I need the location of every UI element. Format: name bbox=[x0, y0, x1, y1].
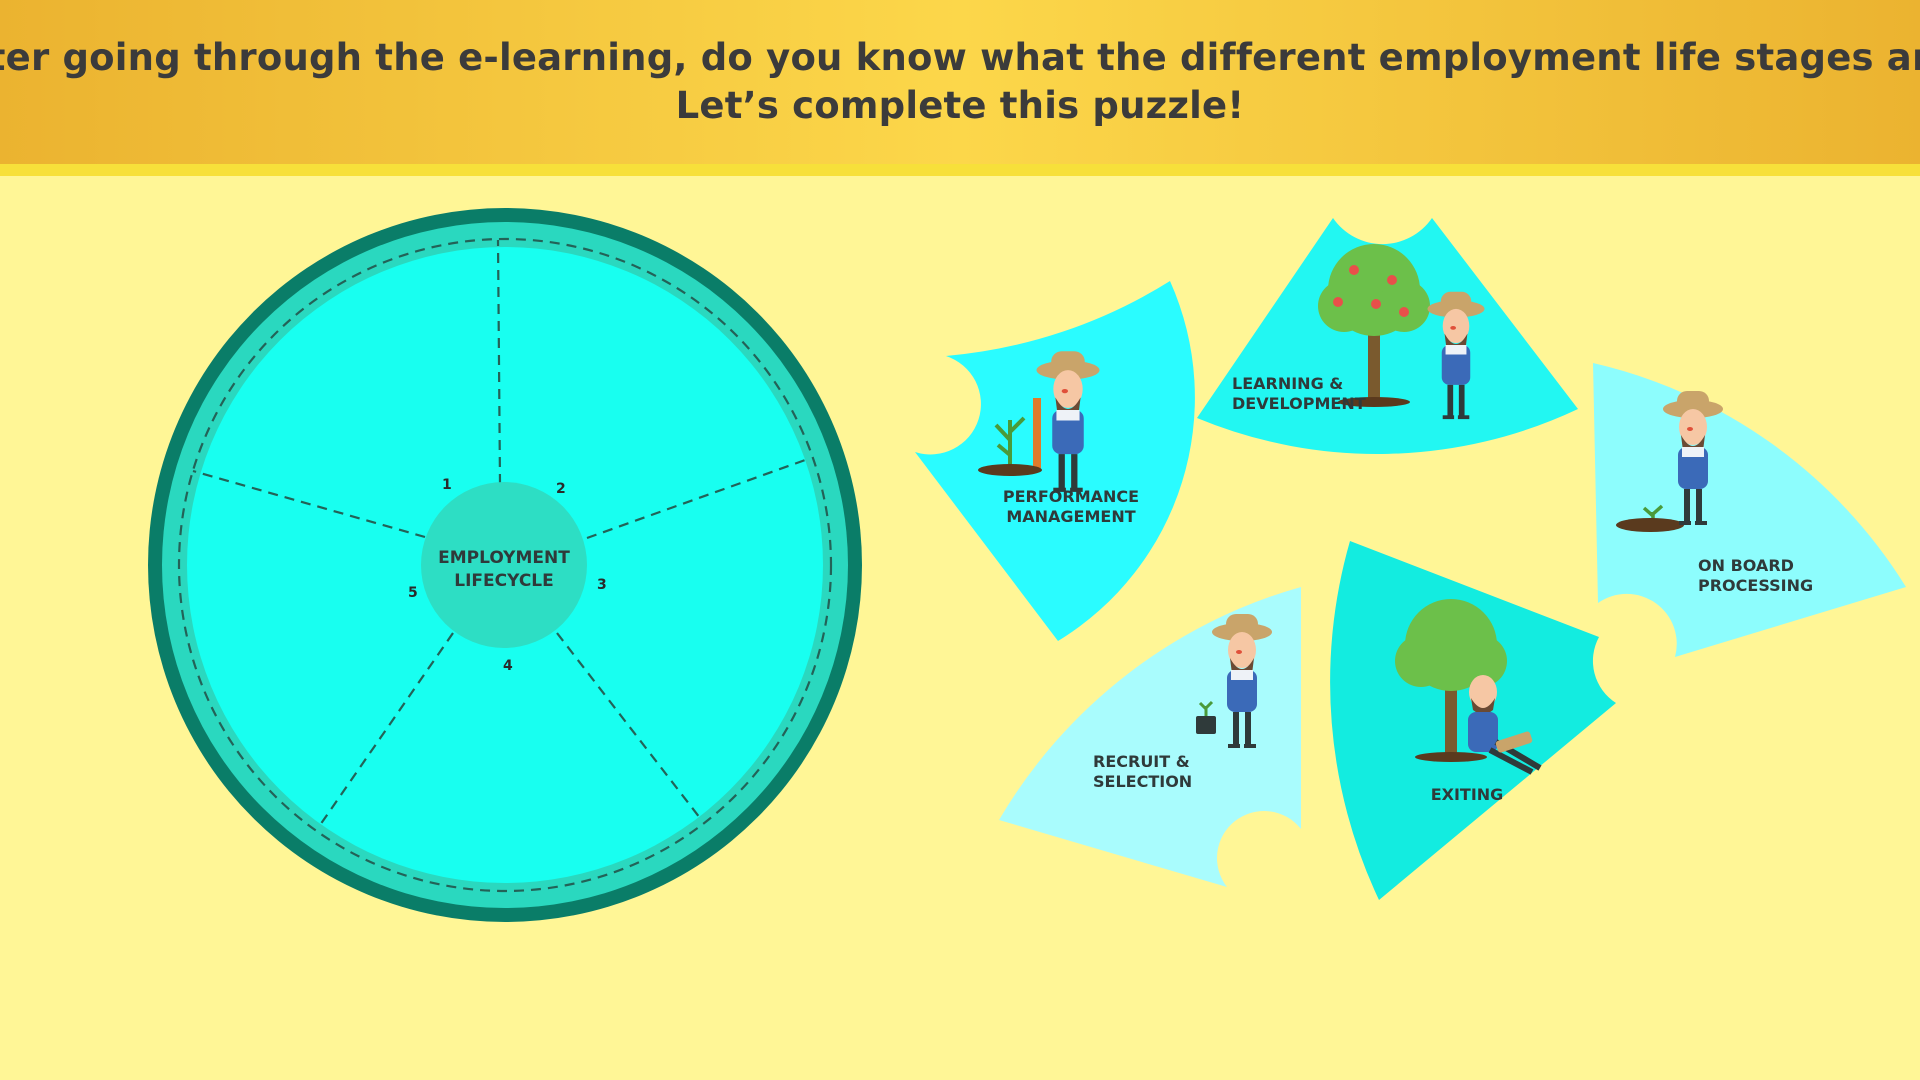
wheel-hub bbox=[421, 482, 587, 648]
wheel-slot-dividers bbox=[192, 239, 809, 829]
wheel-center-label-2: LIFECYCLE bbox=[454, 571, 554, 591]
piece-exiting-label: EXITING bbox=[1431, 785, 1504, 804]
piece-recruit-selection[interactable]: RECRUIT & SELECTION bbox=[999, 587, 1301, 887]
measuring-plant-icon bbox=[978, 398, 1042, 476]
piece-performance-label-1: PERFORMANCE bbox=[1003, 487, 1139, 506]
piece-performance-management[interactable]: PERFORMANCE MANAGEMENT bbox=[915, 281, 1195, 641]
piece-onboard-label-1: ON BOARD bbox=[1698, 556, 1794, 575]
piece-onboard-label-2: PROCESSING bbox=[1698, 576, 1813, 595]
slot-number-3: 3 bbox=[597, 577, 607, 593]
seedling-icon bbox=[1616, 504, 1684, 532]
piece-learning-development[interactable]: LEARNING & DEVELOPMENT bbox=[1197, 218, 1578, 454]
apple-tree-icon bbox=[1318, 244, 1430, 407]
wheel-center-label-1: EMPLOYMENT bbox=[438, 548, 570, 568]
piece-performance-label-2: MANAGEMENT bbox=[1006, 507, 1135, 526]
piece-recruit-label-1: RECRUIT & bbox=[1093, 752, 1190, 771]
piece-on-board-processing[interactable]: ON BOARD PROCESSING bbox=[1593, 363, 1906, 657]
banner-divider bbox=[0, 164, 1920, 176]
wheel-dashed-outline bbox=[177, 237, 833, 893]
piece-learning-label-1: LEARNING & bbox=[1232, 374, 1343, 393]
piece-exiting[interactable]: EXITING bbox=[1330, 541, 1616, 900]
question-line-1: After going through the e-learning, do y… bbox=[0, 36, 1920, 79]
sapling-pot-icon bbox=[1196, 700, 1216, 734]
slot-number-2: 2 bbox=[556, 481, 566, 497]
question-line-2: Let’s complete this puzzle! bbox=[675, 84, 1245, 127]
question-banner: After going through the e-learning, do y… bbox=[0, 0, 1920, 164]
slot-number-1: 1 bbox=[442, 477, 452, 493]
slot-number-4: 4 bbox=[503, 658, 513, 674]
slot-number-5: 5 bbox=[408, 585, 418, 601]
lifecycle-wheel: EMPLOYMENT LIFECYCLE 1 2 3 4 5 bbox=[148, 208, 862, 922]
piece-learning-label-2: DEVELOPMENT bbox=[1232, 394, 1366, 413]
piece-recruit-label-2: SELECTION bbox=[1093, 772, 1192, 791]
sitting-farmer-icon bbox=[1468, 675, 1542, 775]
